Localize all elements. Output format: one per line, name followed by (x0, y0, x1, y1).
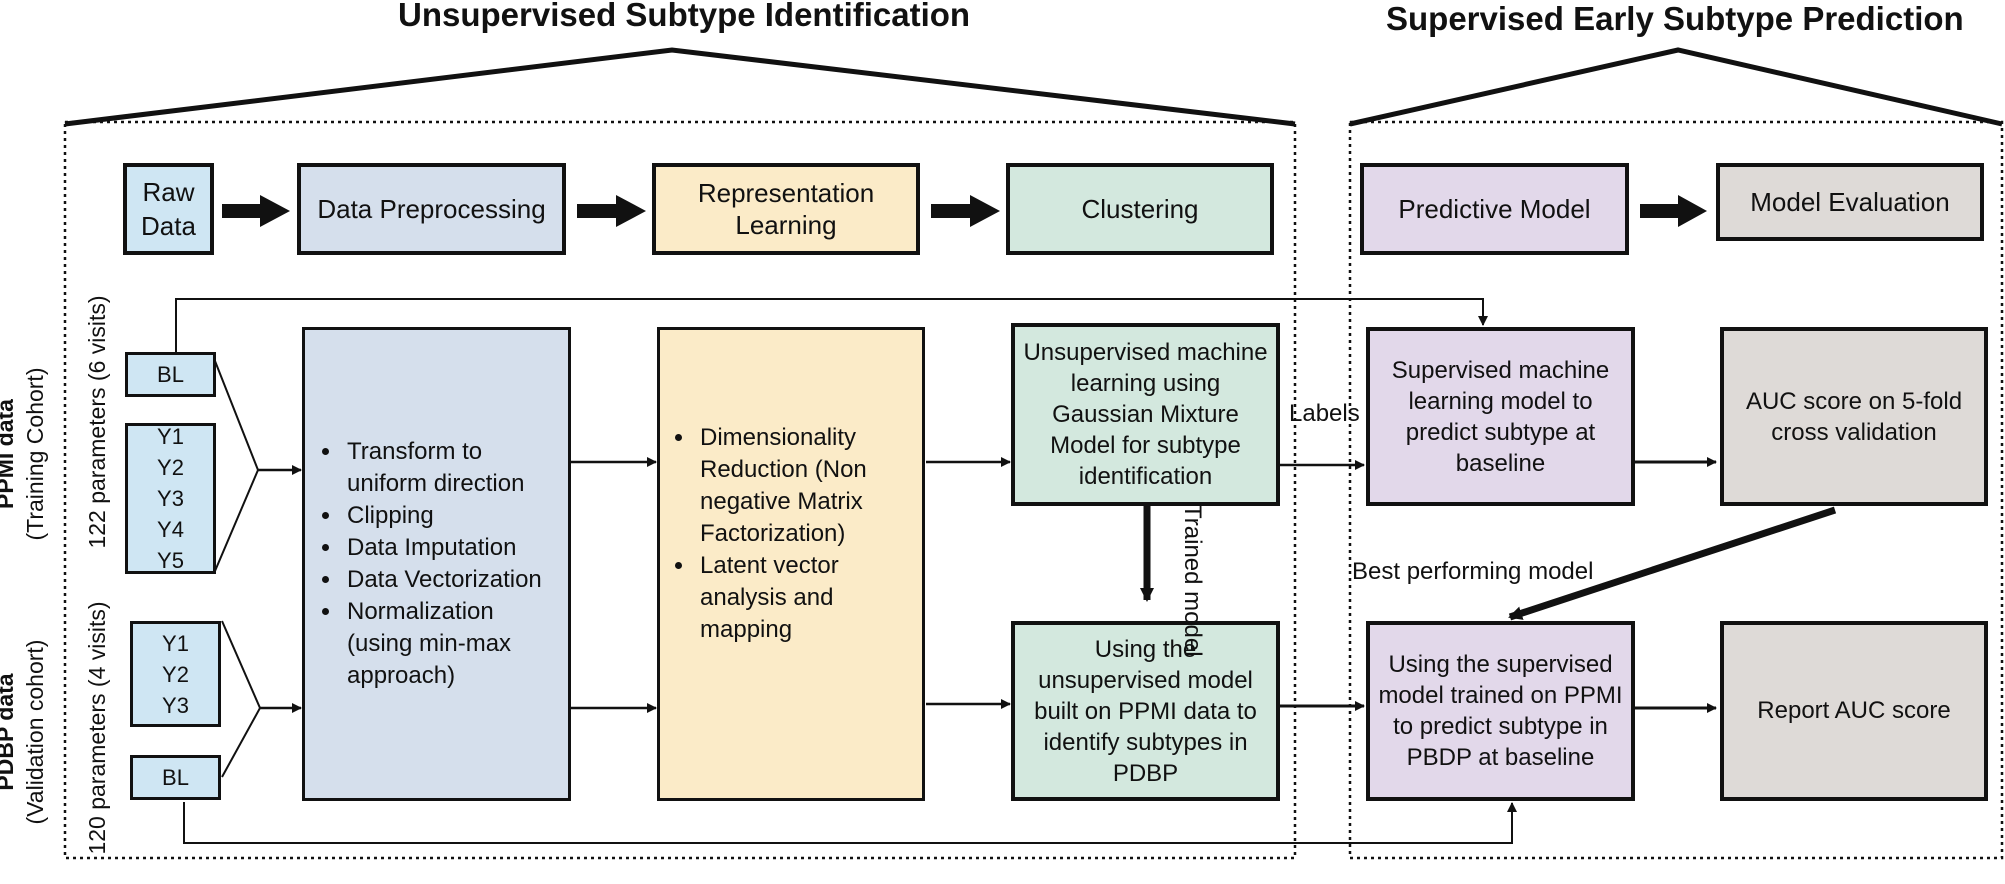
best-model-arrow (1508, 506, 1837, 621)
auc-cv-text: AUC score on 5-fold cross validation (1745, 387, 1963, 446)
report-auc-box: Report AUC score (1720, 621, 1988, 801)
supervised-region (1348, 120, 2004, 860)
pipeline-arrow-2 (577, 195, 646, 227)
ppmi-year-3: Y3 (157, 486, 184, 511)
pdbp-years-box: Y1 Y2 Y3 (130, 621, 221, 727)
ppmi-data-sub: (Training Cohort) (22, 367, 48, 541)
pdbp-brace (221, 620, 262, 778)
diagram: Unsupervised Subtype Identification Supe… (0, 0, 2005, 860)
pdbp-data-sub: (Validation cohort) (22, 639, 48, 825)
supervised-ml-box: Supervised machine learning model to pre… (1366, 327, 1635, 506)
model-evaluation-header-label: Model Evaluation (1750, 187, 1950, 217)
ppmi-data-bold: PPMI data (0, 399, 18, 509)
best-model-arrow-label: Best performing model (1352, 558, 1594, 585)
representation-header-label: Representation Learning (697, 178, 875, 240)
ppmi-brace (214, 360, 260, 572)
ppmi-bl-box: BL (125, 352, 216, 397)
representation-steps-box: Dimensionality Reduction (Non negative M… (657, 327, 925, 801)
clustering-header-box: Clustering (1006, 163, 1274, 255)
preprocessing-header-label: Data Preprocessing (317, 194, 546, 224)
preprocessing-step: Clipping (343, 500, 554, 532)
supervised-pdbp-box: Using the supervised model trained on PP… (1366, 621, 1635, 801)
trained-model-arrow-label: Trained model (1179, 504, 1206, 657)
auc-cv-box: AUC score on 5-fold cross validation (1720, 327, 1988, 506)
pdbp-year-2: Y2 (162, 661, 189, 687)
ppmi-years-box: Y1 Y2 Y3 Y4 Y5 (125, 423, 216, 574)
pdbp-bl-box: BL (130, 755, 221, 800)
preprocessing-step: Normalization (using min-max approach) (343, 596, 554, 692)
representation-steps-list: Dimensionality Reduction (Non negative M… (668, 422, 910, 646)
ppmi-year-4: Y4 (157, 517, 184, 542)
ppmi-bl-loop-arrow (175, 298, 1488, 352)
preprocessing-steps-box: Transform to uniform direction Clipping … (302, 327, 571, 801)
pdbp-unsupervised-text: Using the unsupervised model built on PP… (1034, 635, 1257, 787)
supervised-ml-text: Supervised machine learning model to pre… (1391, 356, 1610, 477)
ppmi-year-1: Y1 (157, 424, 184, 449)
predictive-model-header-box: Predictive Model (1360, 163, 1629, 255)
ppmi-data-label: PPMI data (Training Cohort) (0, 334, 54, 574)
raw-data-box: Raw Data (123, 163, 214, 255)
preprocessing-header-box: Data Preprocessing (297, 163, 566, 255)
representation-header-box: Representation Learning (652, 163, 920, 255)
supervised-pdbp-text: Using the supervised model trained on PP… (1378, 651, 1623, 771)
pdbp-unsupervised-box: Using the unsupervised model built on PP… (1011, 621, 1280, 801)
preprocessing-step: Data Imputation (343, 532, 554, 564)
report-auc-text: Report AUC score (1757, 697, 1951, 724)
preprocessing-step: Data Vectorization (343, 564, 554, 596)
preprocessing-steps-list: Transform to uniform direction Clipping … (315, 436, 554, 692)
gmm-box: Unsupervised machine learning using Gaus… (1011, 323, 1280, 506)
pipeline-arrow-1 (222, 195, 290, 227)
raw-data-label: Raw Data (141, 177, 196, 241)
unsupervised-region (63, 120, 1297, 860)
unsupervised-bracket (64, 47, 1296, 127)
pdbp-bl-label: BL (162, 764, 189, 790)
ppmi-params-label: 122 parameters (6 visits) (84, 295, 110, 549)
pdbp-data-label: PDBP data (Validation cohort) (0, 612, 54, 852)
supervised-bracket (1349, 47, 2003, 127)
pdbp-bl-loop-arrow (183, 802, 1517, 844)
supervised-title: Supervised Early Subtype Prediction (1386, 0, 1964, 37)
ppmi-year-2: Y2 (157, 455, 184, 480)
connector-lines (63, 47, 2004, 860)
pdbp-data-bold: PDBP data (0, 673, 18, 791)
pdbp-params-label: 120 parameters (4 visits) (84, 601, 110, 855)
clustering-header-label: Clustering (1081, 194, 1199, 224)
ppmi-bl-label: BL (157, 361, 184, 387)
gmm-text: Unsupervised machine learning using Gaus… (1023, 339, 1268, 490)
predictive-model-header-label: Predictive Model (1398, 194, 1591, 224)
pipeline-arrow-4 (1640, 195, 1707, 227)
unsupervised-title: Unsupervised Subtype Identification (398, 0, 971, 33)
pipeline-arrow-3 (931, 195, 1000, 227)
pdbp-year-3: Y3 (162, 692, 189, 718)
representation-step: Dimensionality Reduction (Non negative M… (696, 422, 910, 550)
ppmi-year-5: Y5 (157, 548, 184, 573)
pdbp-year-1: Y1 (162, 630, 189, 656)
labels-arrow-label: Labels (1289, 400, 1360, 427)
representation-step: Latent vector analysis and mapping (696, 550, 910, 646)
preprocessing-step: Transform to uniform direction (343, 436, 554, 500)
pipeline-arrows (222, 195, 1707, 227)
model-evaluation-header-box: Model Evaluation (1716, 163, 1984, 241)
